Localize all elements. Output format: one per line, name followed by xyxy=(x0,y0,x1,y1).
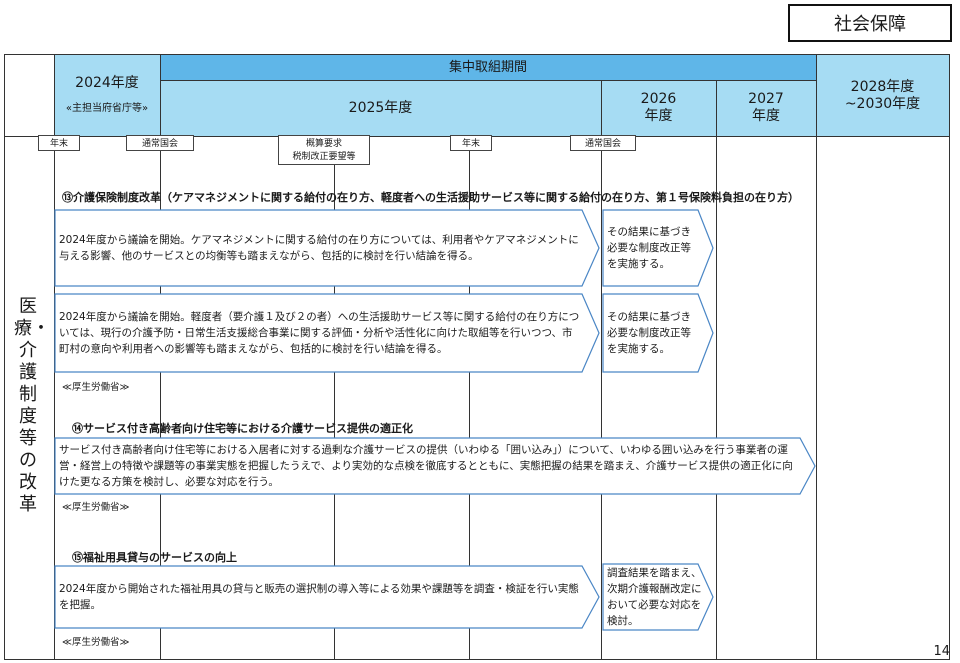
arrow-shape xyxy=(54,209,600,287)
task-text: サービス付き高齢者向け住宅等における入居者に対する過剰な介護サービスの提供（いわ… xyxy=(59,444,793,488)
section-title: ⑭サービス付き高齢者向け住宅等における介護サービス提供の適正化 xyxy=(72,422,413,435)
header-divider xyxy=(160,80,816,81)
milestone-tag-diet-session: 通常国会 xyxy=(570,135,636,151)
year-2024-label: 2024年度 xyxy=(75,74,139,91)
year-2026-header: 2026 年度 xyxy=(601,80,716,136)
year-2024-header: 2024年度 «主担当府省庁等» xyxy=(54,55,160,136)
arrow-shape xyxy=(602,293,714,373)
year-2027-header: 2027 年度 xyxy=(716,80,816,136)
task-arrow: 2024年度から議論を開始。軽度者（要介護１及び２の者）への生活援助サービス等に… xyxy=(54,293,600,373)
task-arrow: サービス付き高齢者向け住宅等における入居者に対する過剰な介護サービスの提供（いわ… xyxy=(54,437,816,495)
col-line xyxy=(816,55,817,660)
milestone-line xyxy=(469,136,470,660)
arrow-shape xyxy=(602,563,714,631)
ministry-label: ≪厚生労働省≫ xyxy=(62,637,130,648)
task-text: 2024年度から開始された福祉用具の貸与と販売の選択制の導入等による効果や課題等… xyxy=(59,583,579,611)
section-title: ⑬介護保険制度改革（ケアマネジメントに関する給付の在り方、軽度者への生活援助サー… xyxy=(62,191,799,204)
arrow-shape xyxy=(602,209,714,287)
col-line xyxy=(716,80,717,660)
task-arrow: 2024年度から議論を開始。ケアマネジメントに関する給付の在り方については、利用… xyxy=(54,209,600,287)
task-text: 2024年度から議論を開始。軽度者（要介護１及び２の者）への生活援助サービス等に… xyxy=(59,311,580,355)
arrow-shape xyxy=(54,293,600,373)
page-number: 14 xyxy=(933,644,950,659)
ministry-label: ≪厚生労働省≫ xyxy=(62,502,130,513)
focus-period-header: 集中取組期間 xyxy=(160,55,816,80)
ministry-note-label: «主担当府省庁等» xyxy=(65,102,149,114)
milestone-tag-year-end: 年末 xyxy=(38,135,80,151)
arrow-shape xyxy=(54,565,600,629)
year-2025-header: 2025年度 xyxy=(160,80,601,136)
followup-arrow: 調査結果を踏まえ、次期介護報酬改定において必要な対応を検討。 xyxy=(602,563,714,631)
ministry-label: ≪厚生労働省≫ xyxy=(62,382,130,393)
section-title: ⑮福祉用具貸与のサービスの向上 xyxy=(72,551,237,564)
milestone-tag-year-end: 年末 xyxy=(450,135,492,151)
followup-arrow: その結果に基づき必要な制度改正等を実施する。 xyxy=(602,293,714,373)
followup-arrow: その結果に基づき必要な制度改正等を実施する。 xyxy=(602,209,714,287)
milestone-line xyxy=(334,136,335,660)
task-arrow: 2024年度から開始された福祉用具の貸与と販売の選択制の導入等による効果や課題等… xyxy=(54,565,600,629)
roadmap-frame xyxy=(4,54,950,660)
milestone-tag-diet-session: 通常国会 xyxy=(126,135,194,151)
followup-text: 調査結果を踏まえ、次期介護報酬改定において必要な対応を検討。 xyxy=(607,567,702,627)
followup-text: その結果に基づき必要な制度改正等を実施する。 xyxy=(607,311,691,355)
followup-text: その結果に基づき必要な制度改正等を実施する。 xyxy=(607,226,691,270)
year-2028-2030-header: 2028年度 ~2030年度 xyxy=(816,55,949,136)
side-category-label: 医療・介護制度等の改革 xyxy=(14,296,50,515)
task-text: 2024年度から議論を開始。ケアマネジメントに関する給付の在り方については、利用… xyxy=(59,234,579,262)
category-label: 社会保障 xyxy=(788,4,952,42)
arrow-shape xyxy=(54,437,816,495)
col-line xyxy=(601,80,602,660)
milestone-tag-budget-request: 概算要求 税制改正要望等 xyxy=(278,135,370,165)
